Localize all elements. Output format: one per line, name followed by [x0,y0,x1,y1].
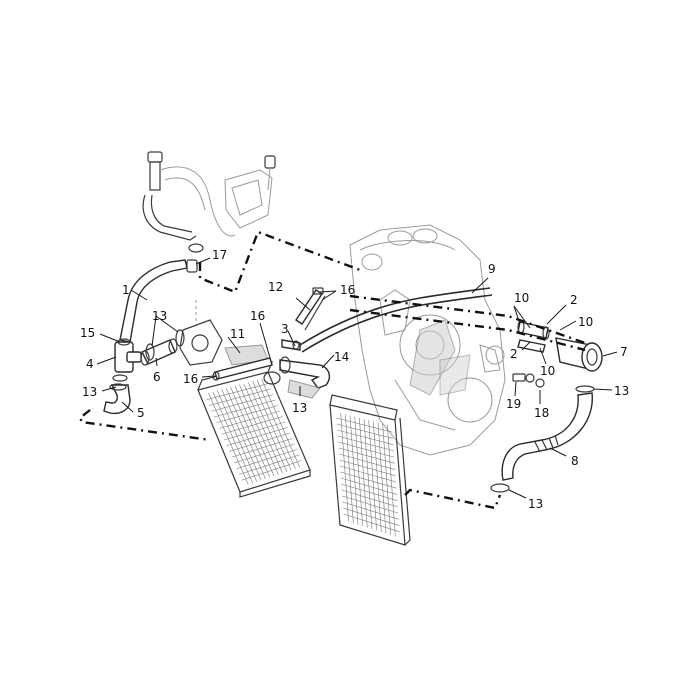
radiator-fin-line [231,438,293,458]
radiator-fin-line [339,459,396,477]
left-radiator [197,361,311,498]
callout-10-right: 10 [578,315,593,329]
callout-12: 12 [268,280,283,294]
engine-block [349,224,506,456]
callout-13-left: 13 [82,385,97,399]
radiator-fin-line [340,477,397,495]
radiator-fin-line [337,429,394,445]
callout-9: 9 [488,262,496,276]
hose-14 [263,356,331,389]
radiator-fin-line [213,399,276,418]
radiator-fin-line [339,465,397,483]
radiator-fin-line [338,447,395,464]
tee-fitting-4 [112,338,142,382]
hose-8 [501,392,593,481]
connection-lines [78,230,589,510]
sensor-19 [512,373,535,383]
callout-17: 17 [212,248,227,262]
hose-5 [103,384,131,415]
callout-1: 1 [122,283,130,297]
callout-6: 6 [153,370,161,384]
radiator-fin-line [223,421,286,441]
callout-16-left: 16 [183,372,198,386]
callout-14: 14 [334,350,349,364]
callout-4: 4 [86,357,94,371]
callout-2-lower: 2 [510,347,518,361]
radiator-fin-line [221,416,283,435]
radiator-fin-line [226,427,288,447]
radiator-fin-line [336,423,393,439]
callout-13-right: 13 [614,384,629,398]
callout-13-lower-right: 13 [528,497,543,511]
radiator-fin-line [216,405,278,424]
radiator-fin-line [343,513,400,533]
valve-12 [295,287,326,331]
radiator-fin-line [241,460,302,481]
radiator-fin-line [342,495,399,514]
radiator-fin-line [336,417,393,433]
callout-15: 15 [80,326,95,340]
callout-8: 8 [571,454,579,468]
hose-fitting-17 [186,243,204,273]
leader-lines [96,257,618,499]
radiator-fin-line [341,483,398,501]
radiator-fin-line [206,383,269,401]
callout-7: 7 [620,345,628,359]
radiator-fin-line [340,471,397,489]
callout-10-left: 10 [514,291,529,305]
radiator-fin-line [337,435,394,452]
callout-13-center: 13 [292,401,307,415]
callout-13-upper-left: 13 [152,309,167,323]
hose-6 [140,338,178,366]
radiator-fin-line [343,507,400,526]
pipe-9 [299,287,491,346]
callout-16-upper: 16 [340,283,355,297]
callout-3: 3 [281,322,289,336]
washer-18 [535,378,545,388]
hose-1 [119,259,188,343]
right-radiator [329,394,411,546]
expansion-tank [142,151,276,241]
callout-labels: 1 2 2 3 4 5 6 7 8 9 10 10 10 11 12 13 13… [80,248,629,511]
callout-2-upper: 2 [570,293,578,307]
radiator-fin-line [339,453,396,470]
radiator-fin-line [233,443,295,464]
thermostat-housing-7 [555,337,603,372]
radiator-fin-line [342,501,399,520]
water-pump-cover [179,300,223,366]
hose-3 [281,339,301,351]
hose-2 [517,320,550,353]
hose-clamps [109,329,595,493]
callout-19: 19 [506,397,521,411]
radiator-fin-line [218,410,281,429]
radiator-fin-line [211,394,274,412]
radiator-fin-line [228,432,290,452]
radiator-fin-line [338,441,395,458]
radiator-fin-line [208,388,271,406]
callout-5: 5 [137,406,145,420]
callout-11: 11 [230,327,245,341]
radiator-fin-line [341,489,398,508]
callout-16-center: 16 [250,309,265,323]
radiator-fin-line [236,449,297,470]
callout-10-lower: 10 [540,364,555,378]
radiator-fin-line [238,454,300,475]
callout-18: 18 [534,406,549,420]
